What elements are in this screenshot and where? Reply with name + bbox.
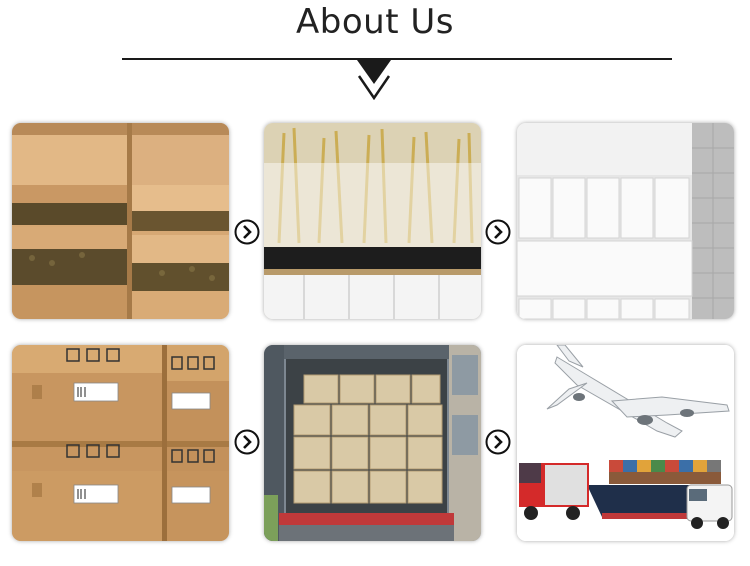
photo-plants-in-plastic-bags: [264, 123, 481, 319]
photo-transport-modes: [517, 345, 734, 541]
page-title: About Us: [296, 2, 454, 42]
chevron-right-circle-icon: [234, 219, 260, 245]
chevron-right-circle-icon: [485, 429, 511, 455]
photo-white-packing-boxes: [517, 123, 734, 319]
photo-truck-container-loading: [264, 345, 481, 541]
chevron-right-circle-icon: [485, 219, 511, 245]
triangle-down-icon: [357, 60, 391, 100]
chevron-right-circle-icon: [234, 429, 260, 455]
photo-labeled-shipping-cartons: [12, 345, 229, 541]
photo-seeds-in-cartons: [12, 123, 229, 319]
title-divider: [122, 58, 672, 60]
